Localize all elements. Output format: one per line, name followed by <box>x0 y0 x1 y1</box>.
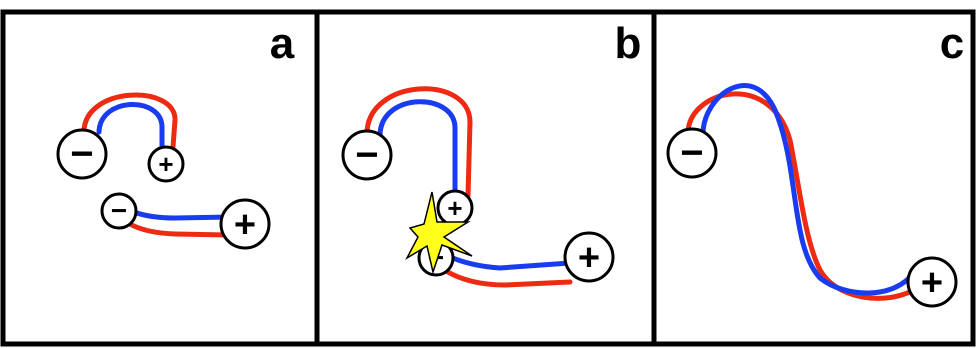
svg-text:−: − <box>111 195 127 226</box>
panel-a-lower-red-strand <box>125 220 231 238</box>
panel-a-lower-blue-strand <box>131 209 233 221</box>
svg-text:+: + <box>921 262 943 304</box>
svg-text:+: + <box>578 237 600 279</box>
panel-b-label: b <box>615 19 642 68</box>
panel-c: − + <box>666 83 958 308</box>
panel-a-label: a <box>270 19 295 68</box>
panel-a-plus-end-large: + <box>219 198 271 250</box>
panel-b-hairpin-red-strand <box>364 86 473 199</box>
panel-a-hairpin-red-strand <box>81 92 178 150</box>
panel-b: − + − + <box>341 86 615 288</box>
panel-b-plus-end-small: + <box>436 189 474 227</box>
panel-b-minus-end-large: − <box>341 129 393 181</box>
panel-c-label: c <box>940 19 964 68</box>
svg-text:+: + <box>234 204 256 246</box>
panel-a-minus-end-small: − <box>100 192 138 230</box>
panel-c-minus-end: − <box>666 127 718 179</box>
panel-c-plus-end: + <box>906 256 958 308</box>
svg-text:+: + <box>158 149 173 179</box>
panel-c-blue-strand <box>700 83 917 296</box>
panel-b-plus-end-large: + <box>563 231 615 283</box>
panel-a: − + − + <box>56 92 271 250</box>
spark-star-burst-icon <box>405 191 473 275</box>
panel-a-hairpin-blue-strand <box>96 102 165 155</box>
svg-text:−: − <box>70 132 93 176</box>
svg-text:−: − <box>355 133 378 177</box>
panel-a-plus-end-small: + <box>147 145 185 183</box>
panel-b-hairpin-blue-strand <box>377 99 458 201</box>
panel-b-lower-red-strand <box>443 268 573 288</box>
svg-text:+: + <box>447 193 462 223</box>
svg-text:−: − <box>680 131 703 175</box>
panel-a-minus-end-large: − <box>56 128 108 180</box>
